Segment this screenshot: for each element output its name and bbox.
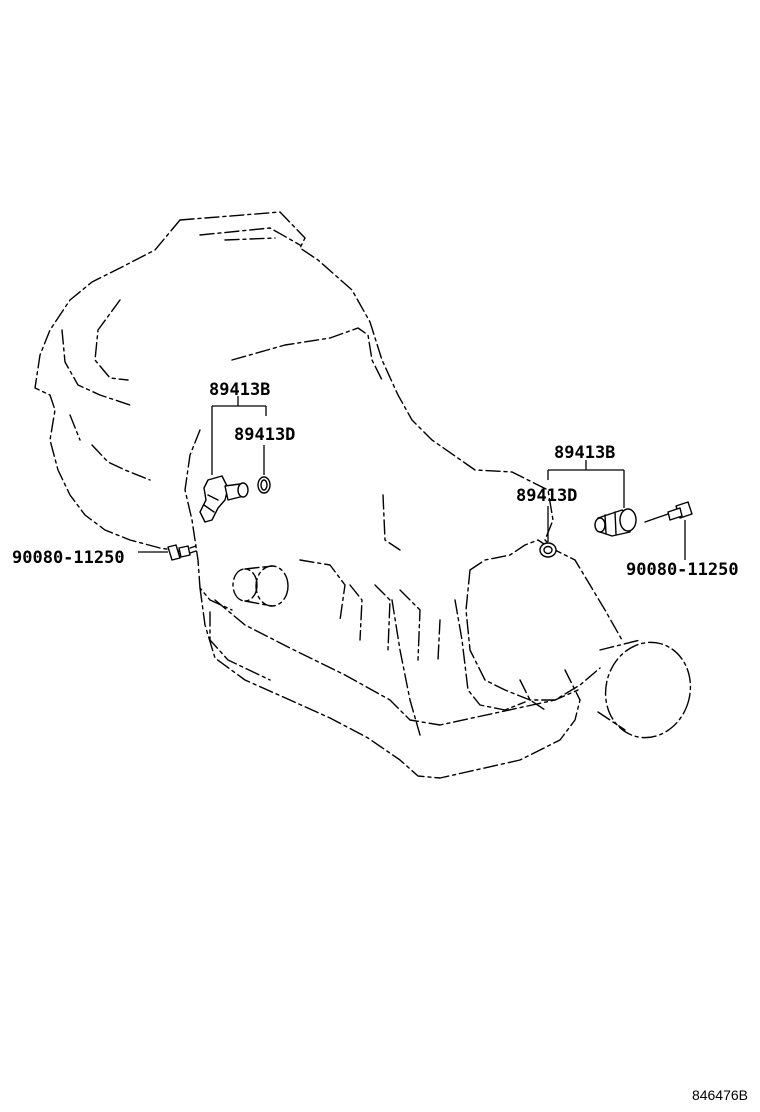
- callout-oring-b: 89413D: [516, 486, 577, 506]
- callout-bolt-a: 90080-11250: [12, 548, 125, 568]
- front-boss: [232, 565, 289, 607]
- speed-sensor-b[interactable]: [594, 508, 637, 537]
- leader-sensor-a: [211, 396, 267, 475]
- callout-sensor-a: 89413B: [209, 380, 270, 400]
- callout-oring-a: 89413D: [234, 425, 295, 445]
- callout-sensor-b: 89413B: [554, 443, 615, 463]
- o-ring-b[interactable]: [539, 542, 557, 558]
- diagram-reference-code: 846476B: [692, 1087, 748, 1103]
- output-flange: [597, 639, 692, 739]
- bolt-b[interactable]: [644, 501, 693, 523]
- speed-sensor-left-group: [138, 396, 271, 561]
- o-ring-a[interactable]: [257, 476, 271, 494]
- transmission-assembly-outline: [34, 211, 692, 779]
- speed-sensor-right-group: [539, 460, 693, 560]
- speed-sensor-a[interactable]: [199, 475, 249, 523]
- callout-bolt-b: 90080-11250: [626, 560, 739, 580]
- bolt-a[interactable]: [167, 544, 197, 561]
- leader-sensor-b: [547, 460, 625, 508]
